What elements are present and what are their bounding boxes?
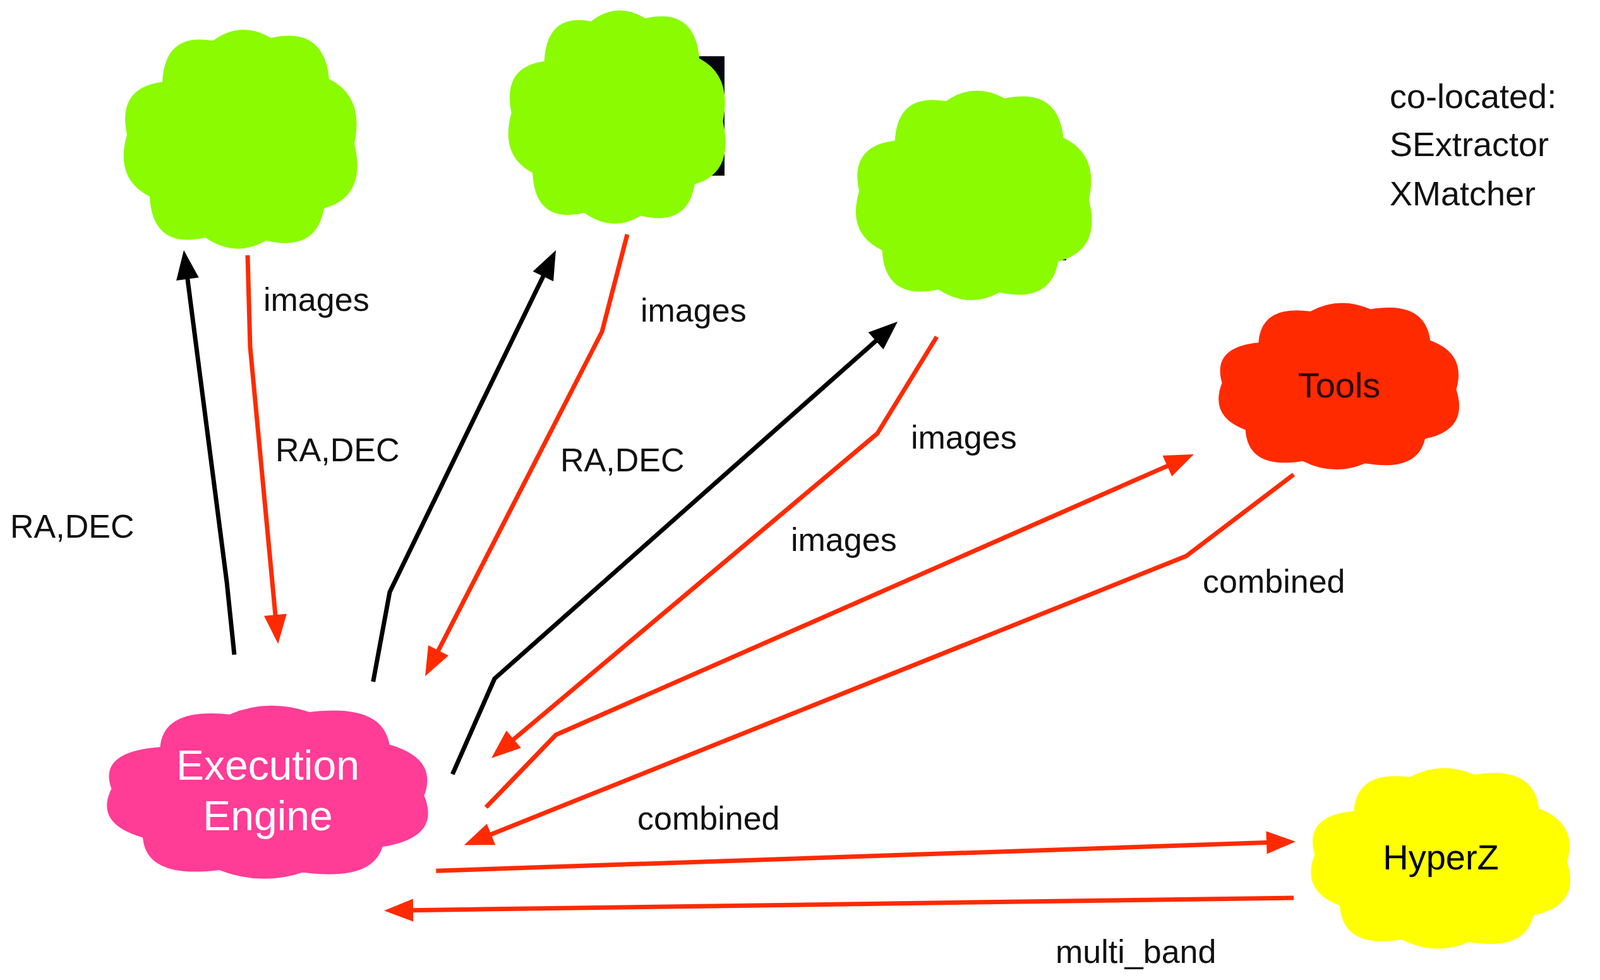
cloud-shape [123, 29, 358, 249]
edge-label: RA,DEC [560, 441, 685, 480]
arrow-connector [485, 454, 1194, 808]
cloud-outline [94, 697, 442, 884]
arrow-connector [452, 321, 898, 774]
connector-line [409, 897, 1294, 911]
arrowhead [1265, 831, 1296, 855]
image-archive-cloud [846, 81, 1102, 307]
edge-label: images [640, 291, 747, 330]
edge-label: RA,DEC [10, 507, 134, 546]
connector-line [435, 842, 1271, 871]
cloud-shape [1218, 302, 1460, 470]
node-label: Execution Engine [160, 740, 376, 841]
hyperz-cloud: HyperZ [1300, 759, 1582, 954]
arrowhead [1162, 454, 1194, 477]
connector-line [186, 275, 235, 655]
engine-cloud: Execution Engine [94, 697, 442, 884]
arrow-connector [435, 831, 1296, 872]
arrowhead [384, 898, 414, 922]
node-label: HyperZ [1382, 835, 1499, 879]
cloud-shape [508, 10, 726, 224]
arrowhead [264, 613, 287, 644]
arrow-connector [373, 250, 556, 682]
arrowhead [868, 321, 898, 350]
note-text: co-located: [1389, 76, 1557, 116]
tools-cloud: Tools [1209, 295, 1470, 475]
arrow-connector [384, 897, 1294, 922]
cloud-shape [1310, 767, 1570, 949]
cloud-outline [499, 1, 735, 230]
edge-label: multi_band [1055, 932, 1216, 971]
image-archive-cloud [499, 1, 735, 230]
arrowhead [491, 730, 522, 758]
edge-label: RA,DEC [275, 431, 400, 470]
arrow-connector [464, 474, 1294, 846]
connector-line [487, 474, 1294, 836]
connector-line [485, 464, 1171, 808]
note-text: SExtractor [1389, 124, 1549, 164]
arrowhead [464, 823, 496, 846]
cloud-shape [855, 90, 1093, 301]
cloud-outline [114, 20, 367, 256]
connector-line [373, 272, 546, 682]
edge-label: images [263, 281, 370, 319]
arrow-connector [176, 250, 235, 655]
note-text: XMatcher [1389, 173, 1536, 213]
image-archive-cloud [114, 20, 367, 256]
cloud-shape [106, 704, 428, 879]
arrowhead [176, 250, 199, 281]
arrowhead [533, 250, 556, 282]
node-label: Tools [1298, 363, 1381, 407]
cloud-outline [846, 81, 1102, 307]
edge-label: images [910, 418, 1017, 457]
arrow-connector [491, 336, 937, 758]
edge-label: combined [637, 799, 780, 838]
edge-label: combined [1202, 562, 1345, 601]
arrowhead [425, 644, 449, 676]
edge-label: images [790, 521, 897, 560]
